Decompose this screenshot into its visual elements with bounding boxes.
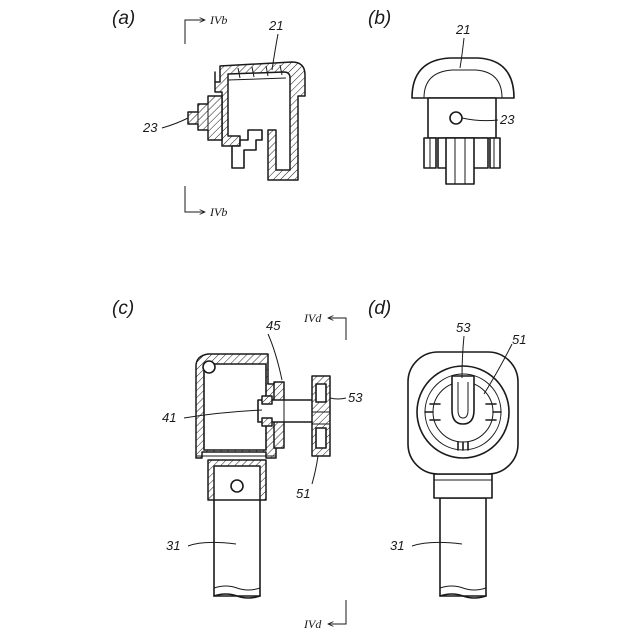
section-mark-ivb-bottom-label: IVb — [209, 205, 227, 219]
section-mark-ivd-top: IVd — [303, 311, 346, 340]
ref-53-c: 53 — [348, 390, 363, 405]
panel-b-figure: (b) 21 23 — [368, 8, 515, 184]
panel-c-figure: (c) IVd IVd — [112, 298, 363, 631]
section-mark-ivd-top-label: IVd — [303, 311, 322, 325]
ref-41: 41 — [162, 410, 176, 425]
section-mark-ivb-top: IVb — [185, 13, 227, 44]
collar-front — [434, 474, 492, 498]
ref-51-c: 51 — [296, 486, 310, 501]
section-mark-ivb-top-label: IVb — [209, 13, 227, 27]
housing-hole — [203, 361, 215, 373]
legs-front — [424, 138, 500, 184]
ref-31-d: 31 — [390, 538, 404, 553]
leader-51-c — [312, 456, 318, 484]
panel-c-label: (c) — [112, 298, 134, 319]
panel-d-label: (d) — [368, 298, 391, 319]
section-mark-ivd-bottom-label: IVd — [303, 617, 322, 631]
part-23-boss-section — [188, 96, 222, 140]
ref-53-d: 53 — [456, 320, 471, 335]
part-23-boss-front — [450, 112, 462, 124]
leader-23-a — [162, 118, 188, 128]
panel-a-figure: (a) IVb IVb 21 23 — [112, 8, 305, 219]
part-31-pole — [214, 500, 260, 598]
ref-23-a: 23 — [142, 120, 158, 135]
leader-53-c — [330, 398, 346, 399]
ref-23-b: 23 — [499, 112, 515, 127]
part-21-cap-front — [412, 58, 514, 98]
ref-21-b: 21 — [455, 22, 470, 37]
leader-45 — [268, 334, 282, 380]
part-51-53-knob-section — [312, 376, 330, 456]
part-41-shaft — [258, 396, 314, 426]
panel-b-label: (b) — [368, 8, 391, 29]
pin-hole — [231, 480, 243, 492]
part-31-pole-front — [440, 498, 486, 598]
section-mark-ivb-bottom: IVb — [185, 186, 227, 219]
ref-45: 45 — [266, 318, 281, 333]
section-mark-ivd-bottom: IVd — [303, 600, 346, 631]
panel-d-figure: (d) 53 51 31 — [368, 298, 526, 598]
ref-51-d: 51 — [512, 332, 526, 347]
part-53-center-grip — [452, 376, 474, 424]
ref-21-a: 21 — [268, 18, 283, 33]
panel-a-label: (a) — [112, 8, 135, 29]
part-21-housing-section — [215, 62, 305, 180]
ref-31-c: 31 — [166, 538, 180, 553]
part-socket-collar — [208, 460, 266, 500]
